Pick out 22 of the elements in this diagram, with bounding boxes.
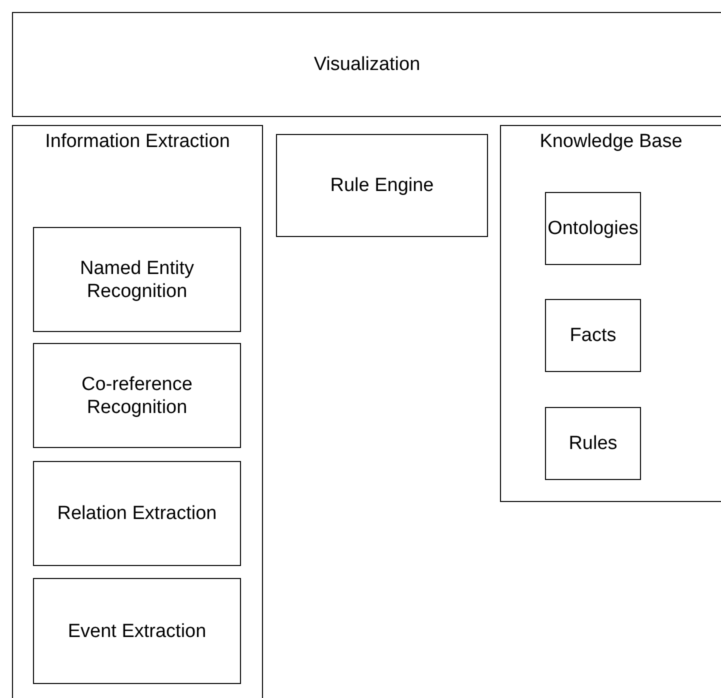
component-box	[276, 134, 488, 237]
component-label: Rule Engine	[330, 174, 434, 197]
component-label: Co-reference Recognition	[80, 372, 194, 418]
component-label: Relation Extraction	[57, 502, 217, 525]
component-box	[33, 343, 241, 448]
component-box	[545, 407, 641, 480]
component-box	[545, 299, 641, 372]
component-label: Ontologies	[548, 217, 638, 240]
component-label: Rules	[568, 432, 618, 455]
component-box	[33, 461, 241, 566]
component-label: Event Extraction	[68, 620, 206, 642]
group-box	[500, 125, 721, 502]
group-title: Knowledge Base	[538, 130, 684, 153]
component-label: Facts	[570, 324, 616, 347]
component-box	[545, 192, 641, 265]
component-label: Visualization	[314, 53, 420, 76]
component-box	[12, 12, 721, 117]
component-box	[33, 578, 241, 684]
group-box	[12, 125, 263, 698]
component-label: Named Entity Recognition	[78, 256, 196, 302]
group-title: Information Extraction	[44, 130, 231, 153]
component-box	[33, 227, 241, 332]
